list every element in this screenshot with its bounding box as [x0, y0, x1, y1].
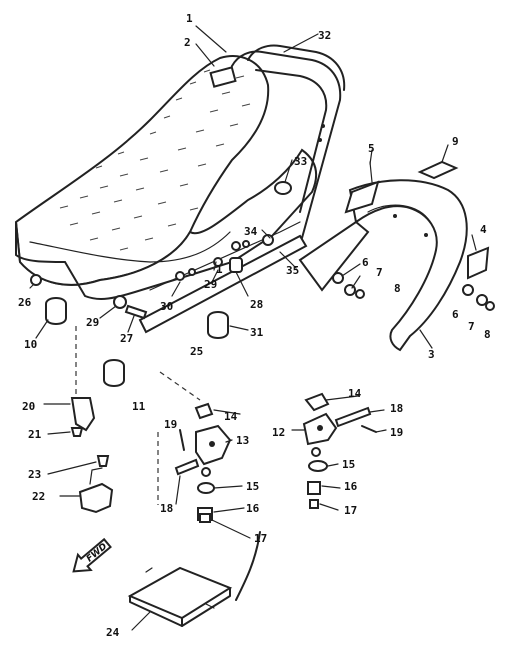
bushing-16-right — [307, 481, 321, 495]
plate-9 — [417, 160, 459, 180]
callout-17b: 17 — [254, 532, 267, 545]
callout-1b: 1 — [216, 263, 223, 276]
callout-19b: 19 — [390, 426, 403, 439]
cable-17 — [235, 531, 261, 601]
callout-14a: 14 — [348, 387, 362, 400]
callout-15b: 15 — [246, 480, 259, 493]
fender-bracket — [298, 161, 380, 292]
callout-1: 1 — [186, 12, 193, 25]
clip-14 — [194, 402, 214, 420]
callout-30: 30 — [160, 300, 173, 313]
bolt-17-right — [309, 499, 319, 509]
callout-13: 13 — [236, 434, 249, 447]
callout-35: 35 — [286, 264, 299, 277]
callout-12: 12 — [272, 426, 285, 439]
callout-20: 20 — [22, 400, 35, 413]
washer-15-right — [308, 460, 328, 472]
callout-32: 32 — [318, 29, 331, 42]
callout-23: 23 — [28, 468, 41, 481]
callout-29b: 29 — [86, 316, 99, 329]
callout-6a: 6 — [362, 256, 369, 269]
washer-15-left — [197, 482, 215, 494]
callout-18a: 18 — [390, 402, 403, 415]
callout-10: 10 — [24, 338, 37, 351]
latch-22 — [78, 482, 114, 514]
callout-3: 3 — [428, 348, 435, 361]
cushion-11 — [103, 359, 125, 387]
pin-18-left — [174, 458, 200, 476]
callout-4: 4 — [480, 223, 487, 236]
damper-31 — [207, 311, 229, 339]
reflector-4 — [467, 246, 490, 280]
callout-22: 22 — [32, 490, 45, 503]
callout-6b: 6 — [452, 308, 459, 321]
grab-rail — [231, 44, 346, 239]
callout-16b: 16 — [246, 502, 260, 515]
callout-24: 24 — [106, 626, 120, 639]
callout-34: 34 — [244, 225, 258, 238]
seat-lock-20 — [70, 397, 96, 432]
callout-labels: 1 2 32 5 9 33 4 34 6 7 8 35 1 29 26 30 2… — [18, 12, 491, 639]
callout-11: 11 — [132, 400, 146, 413]
callout-7a: 7 — [376, 266, 383, 279]
pin-18-right — [334, 406, 372, 428]
screw-21 — [70, 427, 84, 437]
callout-16a: 16 — [344, 480, 358, 493]
callout-25: 25 — [190, 345, 203, 358]
clip-14-right — [304, 392, 330, 412]
callout-2: 2 — [184, 36, 191, 49]
callout-18b: 18 — [160, 502, 173, 515]
callout-31: 31 — [250, 326, 264, 339]
callout-7b: 7 — [468, 320, 475, 333]
callout-8b: 8 — [484, 328, 491, 341]
callout-33: 33 — [294, 155, 307, 168]
pin-19-left — [179, 429, 185, 451]
callout-8a: 8 — [394, 282, 401, 295]
callout-19a: 19 — [164, 418, 177, 431]
callout-21: 21 — [28, 428, 42, 441]
callout-27: 27 — [120, 332, 133, 345]
callout-26: 26 — [18, 296, 32, 309]
forward-direction-arrow: FWD — [72, 537, 112, 573]
tool-tray-24 — [127, 566, 233, 627]
callout-28: 28 — [250, 298, 263, 311]
bolt-17-left — [199, 513, 211, 523]
callout-15a: 15 — [342, 458, 355, 471]
seat-bracket — [138, 221, 308, 334]
callout-9: 9 — [452, 135, 459, 148]
fasteners-right — [332, 272, 495, 311]
callout-17a: 17 — [344, 504, 357, 517]
nut-26 — [30, 274, 42, 286]
screw-23 — [96, 455, 110, 467]
leader-lines — [29, 25, 477, 631]
stopper-33 — [274, 181, 292, 195]
callout-29a: 29 — [204, 278, 217, 291]
callout-5: 5 — [368, 142, 375, 155]
rear-fender — [348, 179, 468, 352]
callout-14b: 14 — [224, 410, 238, 423]
seat-texture — [59, 69, 251, 251]
seat — [14, 55, 318, 300]
pin-19-right — [361, 425, 377, 433]
damper-10 — [45, 297, 67, 325]
